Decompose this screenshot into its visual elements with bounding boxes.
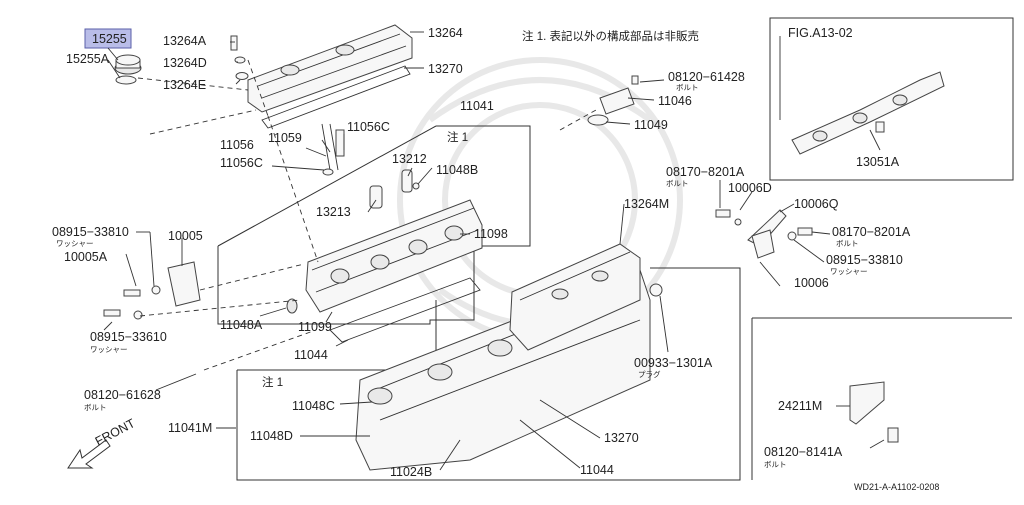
sublabel-washer-left: ワッシャー bbox=[56, 239, 94, 248]
label-11049[interactable]: 11049 bbox=[634, 118, 668, 132]
label-00933-1301A[interactable]: 00933−1301A bbox=[634, 356, 713, 370]
label-11044-bot[interactable]: 11044 bbox=[580, 463, 614, 477]
engine-bracket-right[interactable] bbox=[715, 209, 813, 259]
label-13270-top[interactable]: 13270 bbox=[428, 62, 463, 76]
cover-gasket[interactable] bbox=[261, 65, 411, 129]
label-11098[interactable]: 11098 bbox=[474, 227, 508, 241]
harness-bracket[interactable] bbox=[849, 381, 899, 443]
label-11059[interactable]: 11059 bbox=[268, 131, 302, 145]
label-11056C-b[interactable]: 11056C bbox=[220, 156, 263, 170]
label-11056C-a[interactable]: 11056C bbox=[347, 120, 390, 134]
label-11041M[interactable]: 11041M bbox=[168, 421, 212, 435]
label-08120-61428[interactable]: 08120−61428 bbox=[668, 70, 745, 84]
label-11024B[interactable]: 11024B bbox=[390, 465, 432, 479]
sublabel-washer-right: ワッシャー bbox=[830, 267, 868, 276]
inset-frame-bottom-right bbox=[751, 317, 1012, 480]
label-10006[interactable]: 10006 bbox=[794, 276, 829, 290]
label-08915-33810-r[interactable]: 08915−33810 bbox=[826, 253, 903, 267]
label-11048D[interactable]: 11048D bbox=[250, 429, 293, 443]
dowel-pin[interactable] bbox=[286, 298, 298, 314]
sublabel-plug: プラグ bbox=[638, 369, 661, 379]
label-13264E[interactable]: 13264E bbox=[163, 78, 206, 92]
plug-tube-set[interactable] bbox=[369, 169, 420, 209]
label-08120-8141A[interactable]: 08120−8141A bbox=[764, 445, 843, 459]
exhaust-manifold[interactable] bbox=[791, 71, 945, 155]
leader-lines bbox=[103, 31, 885, 471]
cover-bolt-set[interactable] bbox=[230, 35, 249, 80]
label-15255[interactable]: 15255 bbox=[92, 32, 127, 46]
label-13264M[interactable]: 13264M bbox=[624, 197, 669, 211]
sublabel-bolt-a: ボルト bbox=[676, 83, 699, 92]
sublabel-bolt-b: ボルト bbox=[84, 403, 107, 412]
label-08915-33810-left[interactable]: 08915−33810 bbox=[52, 225, 129, 239]
label-11048C[interactable]: 11048C bbox=[292, 399, 335, 413]
label-08170-8201A-r[interactable]: 08170−8201A bbox=[832, 225, 911, 239]
sublabel-washer-left2: ワッシャー bbox=[90, 345, 128, 354]
note-text: 注 1. 表記以外の構成部品は非販売 bbox=[522, 29, 699, 43]
label-08170-8201A-top[interactable]: 08170−8201A bbox=[666, 165, 745, 179]
front-label: FRONT bbox=[93, 416, 138, 449]
inset-frame-top-right bbox=[769, 17, 1014, 181]
label-11044-mid[interactable]: 11044 bbox=[294, 348, 328, 362]
label-13270-bot[interactable]: 13270 bbox=[604, 431, 639, 445]
note-marker-block: 注 1 bbox=[262, 375, 283, 389]
label-13213[interactable]: 13213 bbox=[316, 205, 351, 219]
oil-filler-cap[interactable] bbox=[114, 54, 142, 85]
label-11048A[interactable]: 11048A bbox=[220, 318, 263, 332]
label-11056[interactable]: 11056 bbox=[220, 138, 254, 152]
label-08915-33610[interactable]: 08915−33610 bbox=[90, 330, 167, 344]
sublabel-bolt-e: ボルト bbox=[764, 460, 787, 469]
part-labels: 15255 15255A 13264A 13264D 13264E 13264 … bbox=[52, 26, 939, 492]
rear-cover-plate[interactable] bbox=[587, 75, 639, 126]
label-08120-61628[interactable]: 08120−61628 bbox=[84, 388, 161, 402]
label-13264A[interactable]: 13264A bbox=[163, 34, 207, 48]
label-11099[interactable]: 11099 bbox=[298, 320, 332, 334]
label-13051A[interactable]: 13051A bbox=[856, 155, 900, 169]
label-11046[interactable]: 11046 bbox=[658, 94, 692, 108]
label-11048B[interactable]: 11048B bbox=[436, 163, 478, 177]
head-assembly-frame bbox=[217, 125, 531, 325]
sublabel-bolt-d: ボルト bbox=[836, 239, 859, 248]
valve-and-spring-set[interactable] bbox=[321, 123, 345, 176]
label-10006Q[interactable]: 10006Q bbox=[794, 197, 839, 211]
cylinder-head[interactable] bbox=[305, 199, 483, 313]
label-10006D[interactable]: 10006D bbox=[728, 181, 772, 195]
label-13264[interactable]: 13264 bbox=[428, 26, 463, 40]
label-10005A[interactable]: 10005A bbox=[64, 250, 108, 264]
head-gasket[interactable] bbox=[329, 277, 481, 343]
note-marker-head: 注 1 bbox=[447, 130, 468, 144]
sublabel-bolt-c: ボルト bbox=[666, 179, 689, 188]
engine-bracket-left[interactable] bbox=[103, 261, 201, 320]
label-13264D[interactable]: 13264D bbox=[163, 56, 207, 70]
footer-code: WD21-A-A1102-0208 bbox=[854, 482, 939, 492]
front-arrow-icon bbox=[67, 439, 111, 469]
label-13212[interactable]: 13212 bbox=[392, 152, 427, 166]
rocker-cover[interactable] bbox=[247, 24, 413, 113]
label-15255A[interactable]: 15255A bbox=[66, 52, 110, 66]
label-10005[interactable]: 10005 bbox=[168, 229, 203, 243]
label-11041[interactable]: 11041 bbox=[460, 99, 494, 113]
label-24211M[interactable]: 24211M bbox=[778, 399, 822, 413]
drain-plug[interactable] bbox=[649, 283, 663, 297]
fig-reference[interactable]: FIG.A13-02 bbox=[788, 26, 853, 40]
